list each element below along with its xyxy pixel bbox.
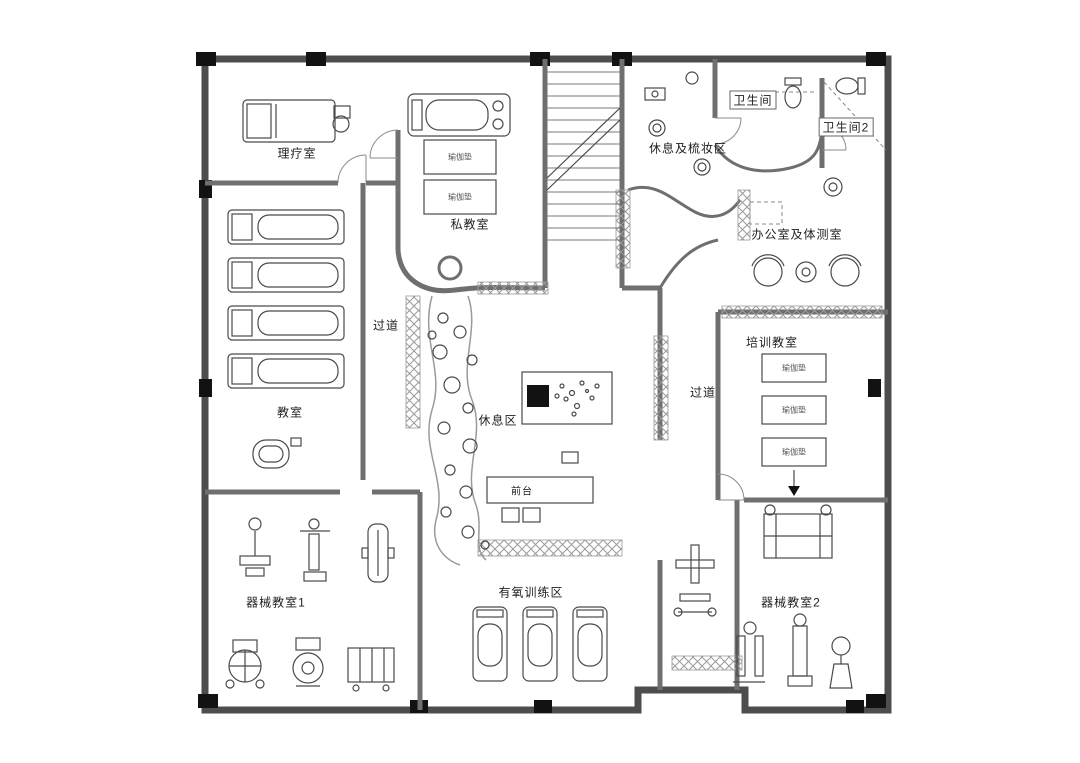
room-label-equipment-room-1: 器械教室1: [246, 595, 306, 610]
yoga-mat-label: 瑜伽垫: [782, 405, 806, 415]
treadmills: [472, 606, 608, 682]
training-room-mats: [761, 353, 827, 496]
room-label-toilet-2: 卫生间2: [818, 117, 874, 137]
yoga-mat-label: 瑜伽垫: [782, 447, 806, 457]
room-label-front-desk: 前台: [511, 486, 533, 498]
private-room-furniture: [407, 93, 511, 215]
equipment-room-1-machines: [225, 517, 395, 692]
room-label-corridor-right: 过道: [689, 385, 717, 400]
equipment-room-2-machines: [733, 504, 853, 689]
office-furniture: [749, 201, 862, 287]
room-label-training-classroom: 培训教室: [745, 335, 799, 350]
outer-walls: [201, 55, 892, 714]
room-label-private-training-room: 私教室: [450, 217, 490, 232]
front-desk-furniture: [486, 476, 594, 523]
rest-dressing-fixtures: [644, 71, 711, 176]
window-hatch-strips: [405, 189, 883, 671]
lounge-landscape: [427, 295, 613, 566]
room-label-lounge-area: 休息区: [478, 413, 518, 428]
room-label-aerobic-training-area: 有氧训练区: [498, 585, 564, 600]
room-label-office-body-test-room: 办公室及体测室: [751, 227, 843, 242]
room-label-toilet-1: 卫生间: [729, 90, 777, 110]
yoga-mat-label: 瑜伽垫: [782, 363, 806, 373]
door-swings: [337, 117, 847, 501]
bathroom-fixtures: [768, 77, 887, 197]
room-label-rest-dressing-area: 休息及梳妆区: [648, 141, 728, 156]
room-label-physio-room: 理疗室: [277, 146, 317, 161]
classroom-beds: [227, 209, 345, 469]
staircase: [546, 71, 621, 241]
room-label-classroom: 教室: [276, 405, 304, 420]
room-label-corridor-left: 过道: [372, 318, 400, 333]
corridor-equipment: [673, 544, 717, 617]
yoga-mat-label: 瑜伽垫: [448, 152, 472, 162]
physio-room-furniture: [242, 99, 351, 143]
yoga-mat-label: 瑜伽垫: [448, 192, 472, 202]
room-label-equipment-room-2: 器械教室2: [761, 595, 821, 610]
